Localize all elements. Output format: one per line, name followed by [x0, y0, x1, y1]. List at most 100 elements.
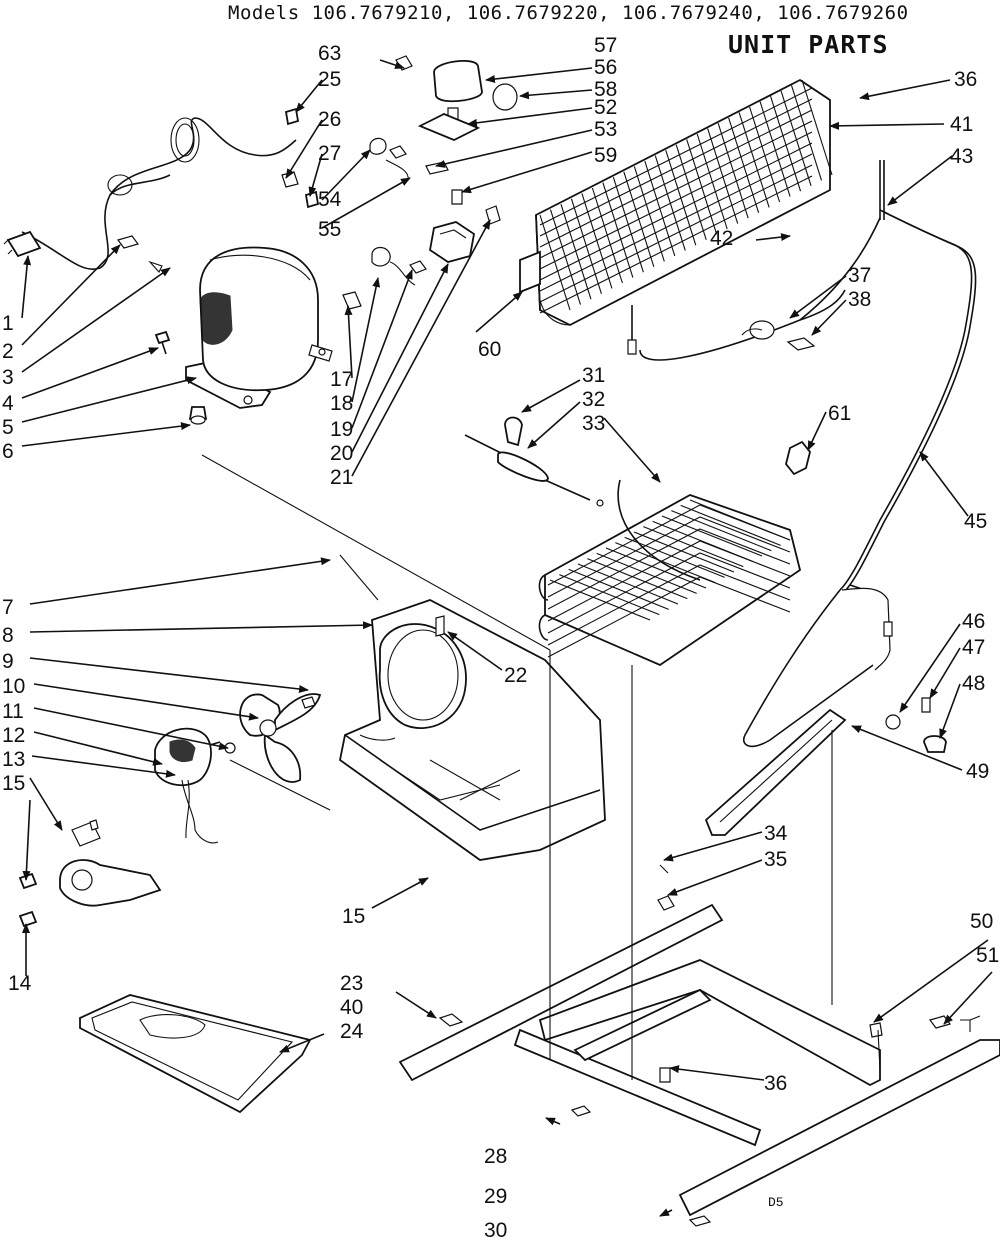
callout-label: 53: [594, 118, 617, 141]
leader-line: [21, 422, 191, 447]
callout-label: 49: [966, 760, 989, 783]
callout-label: 52: [594, 96, 617, 119]
leader-line: [859, 79, 951, 101]
leader-line: [21, 267, 171, 373]
callout-label: 57: [594, 34, 617, 57]
callout-label: 46: [962, 610, 985, 633]
fan-motor: [154, 727, 236, 844]
callout-label: 9: [2, 650, 14, 673]
fan-shroud: [339, 599, 606, 861]
callout-label: 14: [8, 972, 32, 995]
leader-line: [603, 417, 661, 483]
leader-line: [527, 401, 581, 449]
leader-line: [807, 411, 827, 451]
callout-label: 56: [594, 56, 617, 79]
leader-line: [21, 244, 121, 346]
callout-label: 55: [318, 218, 341, 241]
leader-line: [521, 379, 581, 413]
callout-label: 30: [484, 1219, 507, 1241]
leader-line: [395, 991, 437, 1019]
leader-line: [873, 939, 989, 1023]
leader-line: [295, 79, 323, 113]
leader-line: [519, 89, 593, 100]
terminal-clip: [281, 55, 413, 209]
leader-line: [22, 799, 31, 881]
callout-label: 28: [484, 1145, 507, 1168]
leader-line: [461, 151, 593, 194]
callout-label: 50: [970, 910, 993, 933]
models-line: Models 106.7679210, 106.7679220, 106.767…: [228, 2, 909, 24]
callout-label: 38: [848, 288, 871, 311]
callout-label: 21: [330, 466, 353, 489]
leader-line: [663, 831, 763, 862]
leader-line: [447, 631, 503, 671]
callout-label: 61: [828, 402, 851, 425]
leader-line: [659, 1208, 673, 1217]
leader-line: [29, 557, 331, 605]
callout-label: 7: [2, 596, 14, 619]
leader-line: [321, 149, 371, 201]
fan-blade: [239, 693, 322, 783]
leader-line: [943, 971, 993, 1025]
callout-label: 59: [594, 144, 617, 167]
callout-label: 11: [2, 700, 24, 723]
leader-line: [829, 121, 945, 130]
callout-label: 35: [764, 848, 787, 871]
callout-label: 25: [318, 68, 341, 91]
callout-label: 41: [950, 113, 973, 136]
leader-line: [33, 683, 259, 721]
leader-line: [485, 67, 593, 83]
leader-line: [939, 683, 961, 739]
callout-label: 1: [2, 312, 14, 335]
screw-4: [154, 330, 171, 355]
callout-label: 20: [330, 442, 353, 465]
motor-bracket: [18, 819, 162, 928]
callout-label: 24: [340, 1020, 364, 1043]
callout-label: 26: [318, 108, 341, 131]
callout-label: 58: [594, 78, 617, 101]
callout-label: 31: [582, 364, 605, 387]
leader-line: [31, 755, 176, 778]
leader-line: [21, 347, 159, 399]
leader-line: [811, 299, 847, 336]
callout-label: 48: [962, 672, 985, 695]
leader-line: [33, 731, 163, 766]
leader-line: [545, 1117, 561, 1126]
callout-label: 36: [764, 1072, 787, 1095]
base-frame: [398, 864, 1000, 1227]
leader-line: [33, 707, 229, 751]
callout-label: 47: [962, 636, 985, 659]
callout-label: 19: [330, 418, 353, 441]
capacitor: [417, 59, 518, 205]
leader-line: [899, 623, 961, 713]
leader-line: [351, 219, 491, 477]
callout-label: 2: [2, 340, 14, 363]
callout-label: 45: [964, 510, 987, 533]
leader-line: [351, 263, 449, 453]
callout-label: 32: [582, 388, 605, 411]
callout-label: 42: [710, 227, 733, 250]
callout-label: 29: [484, 1185, 507, 1208]
callout-label: 6: [2, 440, 14, 463]
callout-label: 18: [330, 392, 353, 415]
tube-clamp-37-38: [741, 320, 816, 351]
leader-line: [351, 269, 413, 429]
leader-lines: [21, 59, 993, 1217]
leader-line: [435, 129, 593, 168]
leader-line: [321, 177, 411, 229]
drain-trough: [704, 587, 947, 836]
callout-label: 34: [764, 822, 788, 845]
callout-label: 5: [2, 416, 14, 439]
callout-label: 22: [504, 664, 527, 687]
callout-label: 3: [2, 366, 14, 389]
callout-label: 40: [340, 996, 363, 1019]
leader-line: [475, 291, 523, 333]
leader-line: [851, 725, 963, 771]
leader-line: [344, 305, 353, 379]
callout-label: 37: [848, 264, 871, 287]
leader-line: [29, 657, 309, 693]
power-cord: [3, 117, 297, 270]
grommet: [188, 406, 208, 425]
callout-label: 43: [950, 145, 973, 168]
condenser-coil: [519, 78, 846, 361]
